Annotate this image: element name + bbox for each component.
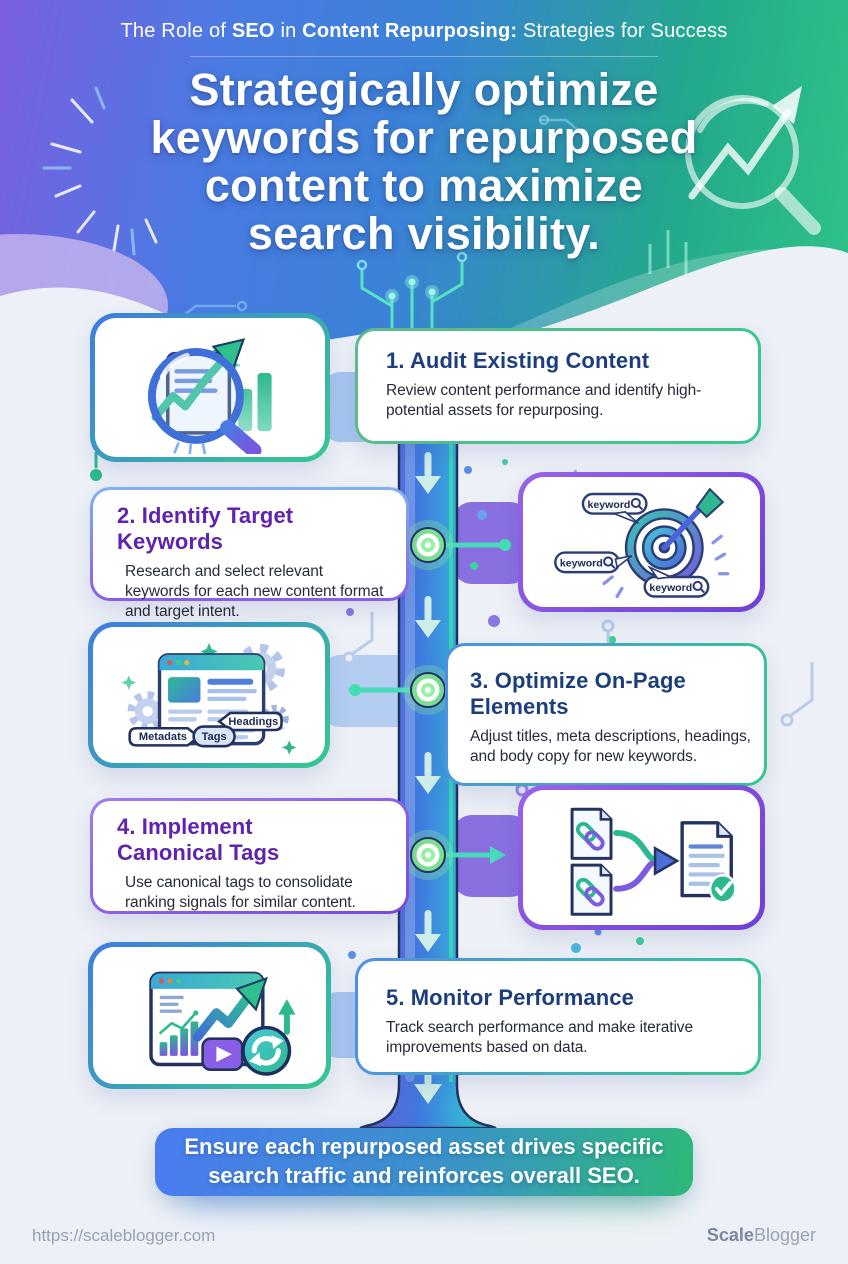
step5-text-card: 5. Monitor Performance Track search perf… (355, 958, 761, 1075)
step1-icon-card (90, 313, 330, 462)
play-button-icon (201, 1037, 244, 1071)
step1-title: 1. Audit Existing Content (386, 348, 650, 373)
step5-title: 5. Monitor Performance (386, 985, 634, 1010)
conclusion-banner: Ensure each repurposed asset drives spec… (155, 1128, 693, 1196)
canonical-doc (680, 821, 737, 904)
main-headline: Strategically optimize keywords for repu… (0, 66, 848, 258)
svg-text:Headings: Headings (228, 716, 278, 728)
step2-body: Research and select relevant keywords fo… (125, 562, 384, 620)
step3-body: Adjust titles, meta descriptions, headin… (470, 727, 751, 765)
tags-tag: Tags (192, 725, 236, 748)
kicker-bold-repurposing: Content Repurposing: (302, 20, 518, 42)
step4-text-card: 4. Implement Canonical Tags Use canonica… (90, 798, 409, 914)
refresh-icon (241, 1025, 292, 1076)
flow-nodes (403, 520, 453, 880)
audit-content-icon (147, 337, 272, 454)
step3-icon-card: Headings Metadats Tags (88, 622, 330, 768)
kicker-title: The Role of SEO in Content Repurposing: … (0, 20, 848, 43)
step5-icon-card (88, 942, 331, 1089)
metadata-tag: Metadats (128, 727, 201, 747)
link-doc-1 (570, 807, 613, 860)
conclusion-banner-text: Ensure each repurposed asset drives spec… (184, 1134, 664, 1188)
headline-line-1: Strategically optimize (189, 64, 659, 115)
monitor-performance-icon (149, 971, 296, 1076)
target-rays (602, 534, 730, 599)
link-doc-2 (570, 863, 613, 916)
step4-icon-card (518, 785, 765, 930)
kicker-bold-seo: SEO (231, 20, 275, 42)
onpage-elements-icon: Headings Metadats Tags (121, 642, 297, 755)
headline-line-4: search visibility. (247, 208, 601, 259)
step5-body: Track search performance and make iterat… (386, 1018, 693, 1056)
step3-title: 3. Optimize On-Page Elements (470, 668, 686, 719)
svg-text:keyword: keyword (560, 557, 603, 569)
brand-rest: Blogger (753, 1225, 816, 1245)
step2-icon-card: keyword keyword keyword (518, 472, 765, 612)
keyword-bubble-3: keyword (643, 565, 710, 598)
footer-url: https://scaleblogger.com (32, 1226, 216, 1245)
flow-arrows (414, 452, 442, 1104)
magnifier-arrow-icon (685, 86, 821, 235)
brand-bold: Scale (706, 1225, 754, 1245)
node-connectors (349, 539, 511, 864)
circuit-decor (150, 114, 688, 338)
svg-text:keyword: keyword (588, 499, 631, 511)
headings-tag: Headings (217, 711, 283, 732)
footer-brand-logo: ScaleBlogger (707, 1225, 816, 1246)
step4-body: Use canonical tags to consolidate rankin… (125, 873, 356, 911)
svg-text:Tags: Tags (202, 731, 227, 743)
kicker-pre: The Role of (120, 20, 232, 42)
step2-text-card: 2. Identify Target Keywords Research and… (90, 487, 409, 620)
canonical-tags-icon (570, 807, 737, 916)
step1-body: Review content performance and identify … (386, 381, 702, 419)
kicker-divider (190, 56, 658, 57)
keyword-target-icon: keyword keyword keyword (554, 487, 730, 599)
kicker-post: Strategies for Success (517, 20, 728, 42)
step2-title: 2. Identify Target Keywords (117, 503, 294, 554)
headline-line-3: content to maximize (204, 160, 644, 211)
step3-text-card: 3. Optimize On-Page Elements Adjust titl… (445, 643, 767, 786)
svg-text:Metadats: Metadats (139, 731, 187, 743)
kicker-mid: in (274, 20, 303, 42)
step4-title: 4. Implement Canonical Tags (117, 814, 280, 865)
svg-text:keyword: keyword (649, 582, 692, 594)
keyword-bubble-1: keyword (581, 492, 648, 525)
step1-text-card: 1. Audit Existing Content Review content… (355, 328, 761, 444)
keyword-bubble-2: keyword (554, 551, 633, 574)
headline-line-2: keywords for repurposed (150, 112, 698, 163)
starburst-icon (42, 86, 158, 256)
